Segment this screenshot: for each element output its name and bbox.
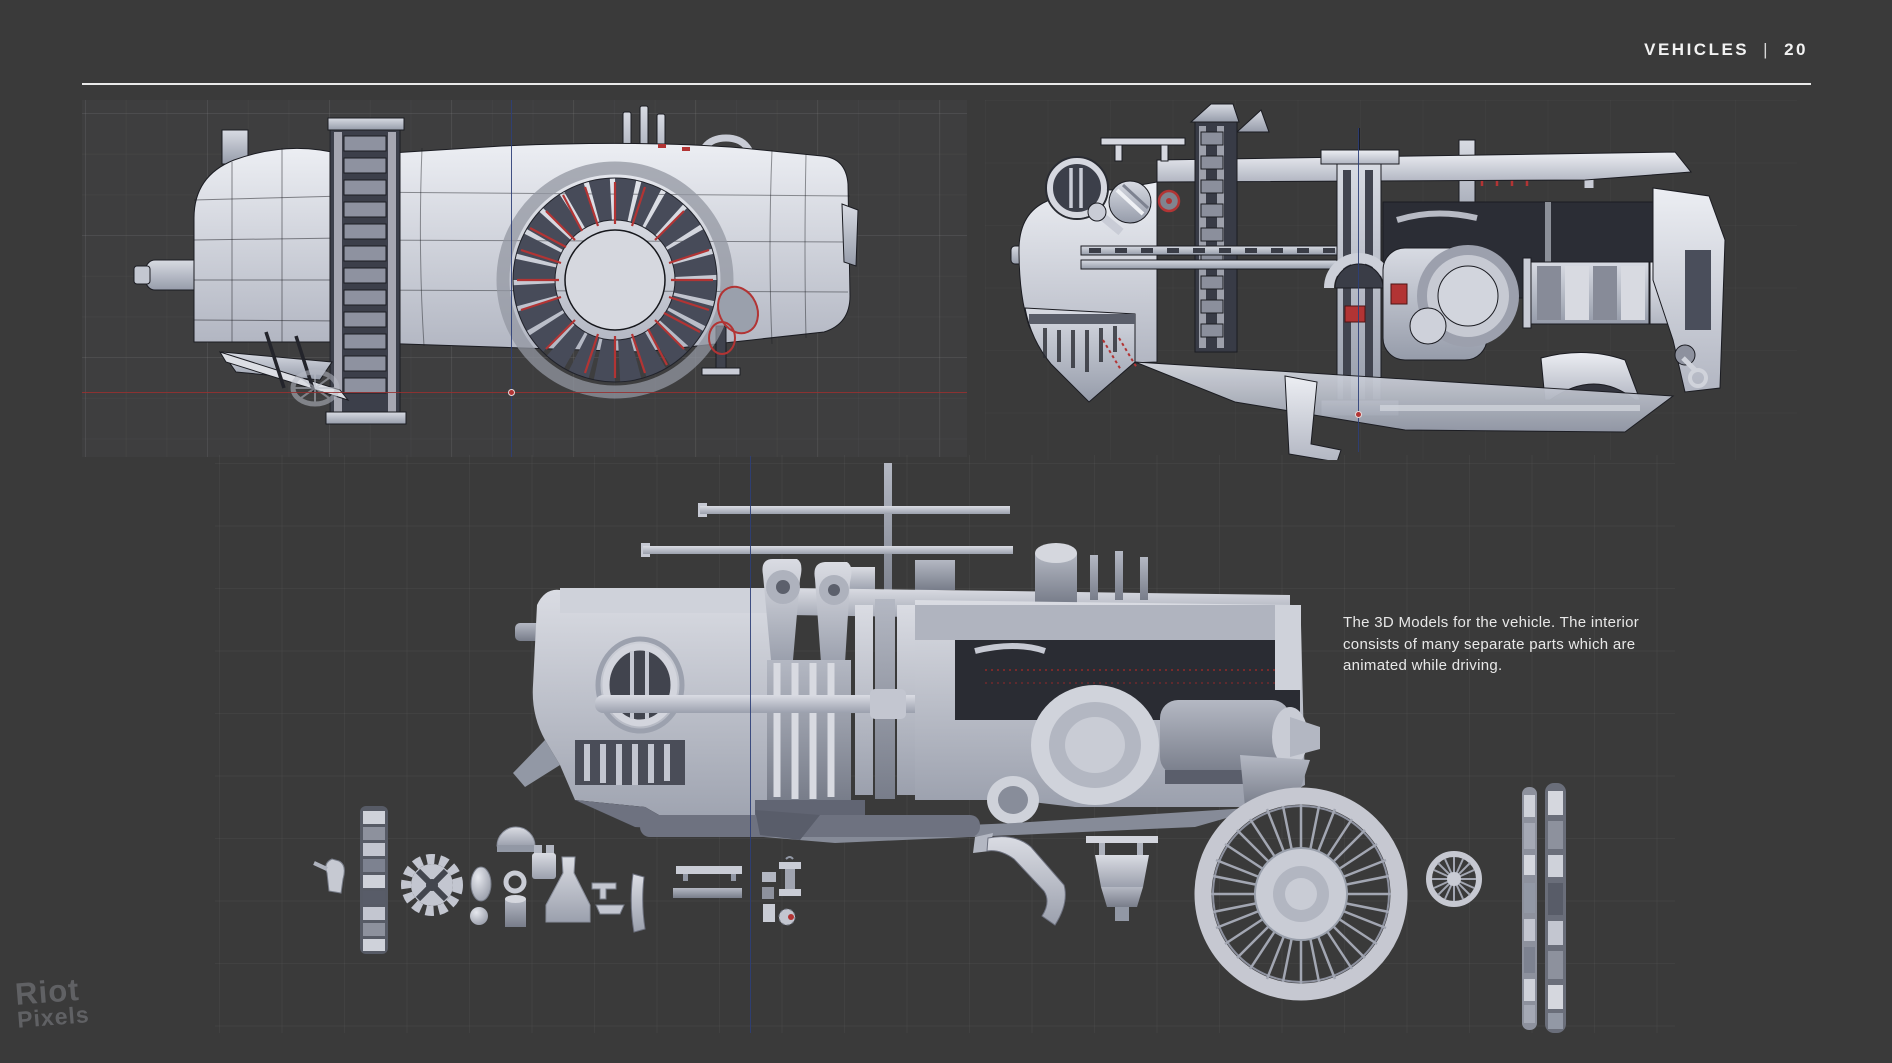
part-cylinder	[505, 895, 526, 927]
header-separator: |	[1763, 40, 1771, 59]
part-tiny-gear	[778, 908, 796, 926]
header-rule	[82, 83, 1811, 85]
vehicle-side-wireframe-model	[133, 105, 859, 425]
vp2-z-axis	[1358, 128, 1359, 452]
part-chimney-cap	[1086, 836, 1158, 921]
vehicle-shaded-model	[313, 463, 1566, 1033]
part-big-wheel	[1194, 787, 1408, 1001]
header-title: VEHICLES	[1644, 40, 1750, 59]
red-spokes	[517, 182, 713, 378]
wheel-housing	[987, 685, 1159, 824]
part-small-wheel	[1426, 851, 1482, 907]
part-disc	[470, 866, 492, 902]
vehicle-cutaway-wireframe-model	[1010, 103, 1726, 460]
front-fin	[841, 203, 859, 267]
part-strip-b	[1545, 783, 1566, 1033]
red-fitting	[1344, 305, 1366, 323]
part-dome	[496, 826, 536, 852]
part-ring	[503, 870, 527, 894]
vp2-origin-dot	[1355, 411, 1362, 418]
riot-pixels-watermark: Riot Pixels	[14, 972, 91, 1033]
radial-wheel	[496, 161, 734, 399]
mast-and-spars	[641, 463, 1013, 613]
deck-funnel	[1035, 543, 1148, 603]
vehicle-parts-row	[313, 783, 1566, 1033]
chain-tower	[325, 117, 407, 425]
part-plate	[630, 873, 646, 933]
part-axe	[973, 833, 1066, 926]
red-pump	[708, 285, 759, 355]
vp3-z-axis	[750, 456, 751, 1033]
red-dot	[788, 914, 794, 920]
roof-rail	[1100, 137, 1186, 162]
part-rails	[673, 866, 742, 898]
viewport-wireframe-cutaway	[985, 100, 1797, 460]
chain-tower	[1189, 103, 1270, 353]
bottom-hull	[1134, 361, 1675, 460]
part-gear	[401, 854, 463, 916]
porthole	[1047, 158, 1107, 218]
part-brackets	[591, 882, 625, 915]
part-figure-body	[325, 858, 345, 894]
pulley-tower	[755, 559, 865, 816]
wheel-spokes	[1211, 804, 1391, 984]
vp1-origin-dot	[508, 389, 515, 396]
watermark-line2: Pixels	[16, 1000, 91, 1033]
ghost-wheel	[290, 369, 340, 407]
vp1-z-axis	[511, 100, 512, 457]
tow-ring	[1674, 344, 1708, 388]
part-strips	[762, 872, 776, 922]
caption-line: consists of many separate parts which ar…	[1343, 635, 1636, 653]
rear-cab	[193, 129, 345, 343]
front-jaw	[1024, 307, 1136, 403]
roof-slab	[1156, 151, 1692, 183]
caption-line: The 3D Models for the vehicle. The inter…	[1343, 614, 1640, 631]
page-header: VEHICLES | 20	[1644, 40, 1808, 60]
part-strip-a	[1522, 787, 1537, 1030]
gearbox	[1382, 245, 1519, 361]
red-valve	[1390, 283, 1408, 305]
vp1-x-axis	[82, 392, 967, 393]
caption: The 3D Models for the vehicle. The inter…	[1343, 612, 1639, 677]
part-funnel	[545, 856, 591, 923]
nose-section	[1010, 156, 1158, 403]
page-number: 20	[1784, 40, 1808, 59]
landing-leg	[1284, 375, 1342, 460]
shaded-vehicle	[513, 463, 1320, 843]
viewport-wireframe-side	[82, 100, 967, 457]
part-sphere	[470, 907, 488, 925]
part-spool	[779, 856, 801, 896]
caption-line: animated while driving.	[1343, 657, 1503, 674]
part-track-band	[360, 806, 388, 954]
viewport-shaded-model	[215, 455, 1675, 1033]
part-container	[532, 845, 556, 879]
tank-and-gears	[1087, 180, 1181, 224]
